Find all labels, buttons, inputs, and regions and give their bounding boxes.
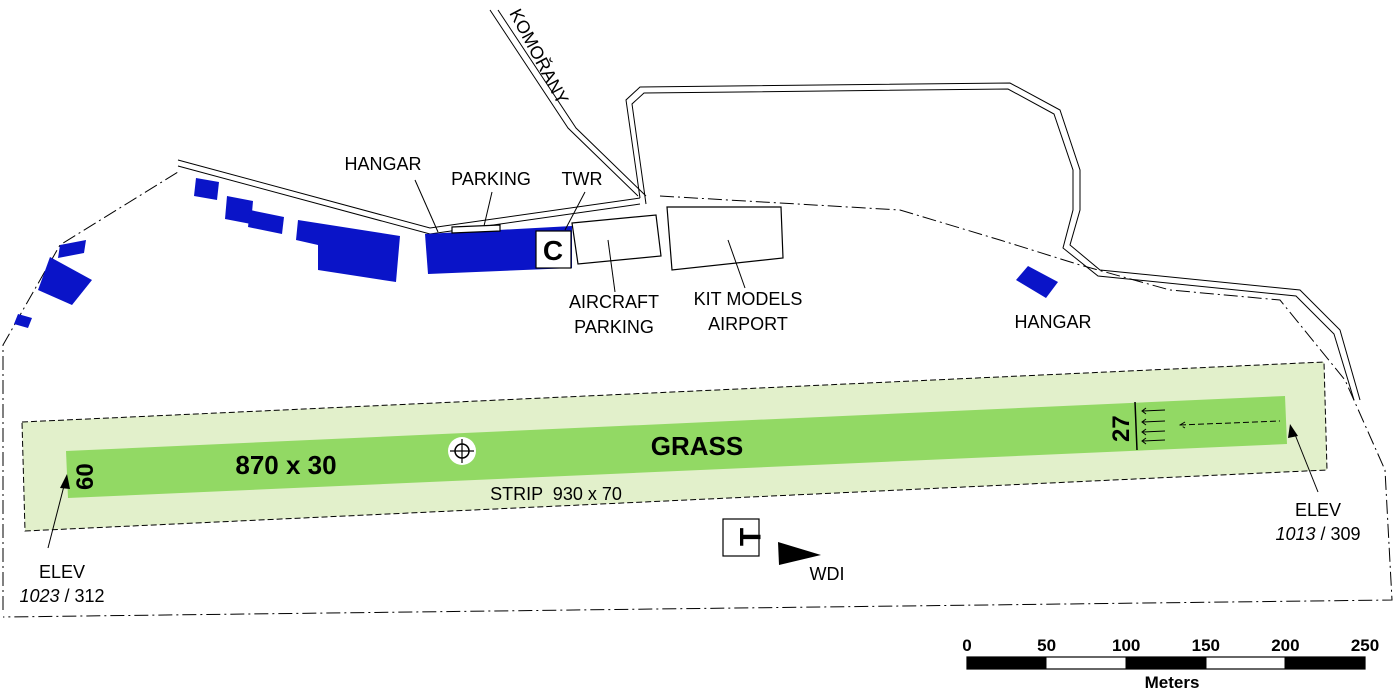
reference-point-icon bbox=[448, 437, 476, 465]
runway-designator-60: 60 bbox=[72, 463, 99, 490]
control-building-box bbox=[535, 230, 572, 269]
building bbox=[248, 210, 284, 234]
scale-tick-label: 250 bbox=[1351, 636, 1379, 655]
parking-leader bbox=[483, 191, 493, 227]
hangar-main bbox=[425, 226, 572, 274]
road-label: KOMOŘANY bbox=[505, 5, 572, 107]
kit-models-label-2: AIRPORT bbox=[708, 314, 788, 334]
buildings-west bbox=[14, 178, 400, 328]
hangar-leader bbox=[414, 179, 439, 233]
strip-label: STRIP 930 x 70 bbox=[490, 484, 622, 504]
kit-models-leader bbox=[727, 239, 746, 289]
runway-designator-27: 27 bbox=[1108, 415, 1135, 442]
elevation-west-arrowhead bbox=[60, 474, 70, 489]
building bbox=[225, 196, 253, 224]
scale-tick-label: 100 bbox=[1112, 636, 1140, 655]
aircraft-parking-label-2: PARKING bbox=[574, 317, 654, 337]
kit-models-area bbox=[666, 206, 784, 271]
scale-tick-label: 150 bbox=[1192, 636, 1220, 655]
scale-ticks: 0 50 100 150 200 250 bbox=[962, 636, 1379, 655]
wdi-icon bbox=[778, 542, 821, 565]
runway-surface: GRASS bbox=[651, 431, 743, 461]
elevation-east-label: ELEV bbox=[1295, 500, 1341, 520]
scale-tick-label: 200 bbox=[1271, 636, 1299, 655]
road-komorany bbox=[489, 9, 647, 197]
elevation-west-value: 1023 / 312 bbox=[19, 586, 104, 606]
scale-unit: Meters bbox=[1145, 673, 1200, 692]
building bbox=[58, 240, 86, 258]
landing-t-icon: T bbox=[735, 528, 768, 546]
scale-tick-label: 0 bbox=[962, 636, 971, 655]
hangar-label-east: HANGAR bbox=[1014, 312, 1091, 332]
runway-dimensions: 870 x 30 bbox=[235, 450, 336, 480]
kit-models-label-1: KIT MODELS bbox=[694, 289, 803, 309]
building bbox=[296, 220, 400, 282]
aircraft-parking-leader bbox=[607, 239, 616, 293]
tower-leader bbox=[564, 191, 586, 231]
tower-label: TWR bbox=[562, 169, 603, 189]
threshold-arrows bbox=[1141, 407, 1281, 445]
hangar-label-west: HANGAR bbox=[344, 154, 421, 174]
scale-bar bbox=[966, 656, 1366, 670]
aircraft-parking-area bbox=[571, 214, 662, 265]
aerodrome-boundary bbox=[2, 171, 1393, 618]
hangar-east-building bbox=[1016, 266, 1058, 298]
wdi-label: WDI bbox=[810, 564, 845, 584]
elevation-east-arrow bbox=[1293, 431, 1319, 493]
threshold-line-27 bbox=[1134, 401, 1138, 451]
elevation-east-value: 1013 / 309 bbox=[1275, 524, 1360, 544]
parking-label: PARKING bbox=[451, 169, 531, 189]
building bbox=[14, 314, 32, 328]
building bbox=[194, 178, 219, 200]
elevation-west-label: ELEV bbox=[39, 562, 85, 582]
landing-t-box bbox=[722, 518, 760, 557]
control-letter: C bbox=[543, 235, 563, 266]
scale-tick-label: 50 bbox=[1037, 636, 1056, 655]
elevation-east-arrowhead bbox=[1288, 424, 1298, 438]
runway bbox=[66, 396, 1287, 498]
elevation-west-arrow bbox=[47, 481, 66, 549]
parking-small-area bbox=[451, 224, 501, 234]
building bbox=[38, 257, 92, 305]
aircraft-parking-label-1: AIRCRAFT bbox=[569, 292, 659, 312]
